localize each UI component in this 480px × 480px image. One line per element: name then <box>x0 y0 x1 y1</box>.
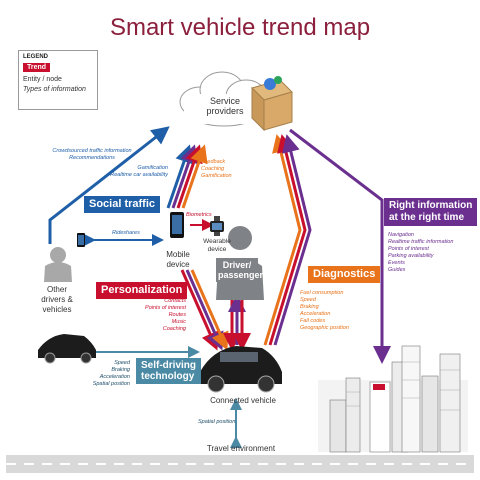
cloud-with-box-icon <box>179 71 293 132</box>
info-self-driving-4: Spatial position <box>92 381 130 387</box>
info-personalization: Contacts Points of interest Routes Music… <box>118 298 186 333</box>
info-personalization-3: Routes <box>168 312 186 318</box>
info-gamification-2: Realtime car availability <box>110 172 168 178</box>
info-right-5: Events <box>388 260 405 266</box>
info-personalization-2: Points of interest <box>145 305 186 311</box>
other-drivers-line-1: Other <box>46 285 67 294</box>
connected-vehicle-label: Connected vehicle <box>210 396 276 405</box>
other-drivers-line-2: drivers & <box>41 295 73 304</box>
trend-personalization: Personalization <box>96 282 188 299</box>
info-gamification-1: Gamification <box>137 165 168 171</box>
small-smartphone-icon <box>77 233 85 247</box>
travel-environment-label: Travel environment <box>206 444 276 453</box>
legend-entity: Entity / node <box>23 76 62 83</box>
info-right-2: Realtime traffic information <box>388 239 454 245</box>
info-feedback-1: Feedback <box>201 159 226 165</box>
mobile-device-line-1: Mobile <box>166 250 190 259</box>
info-diagnostics: Fuel consumption Speed Braking Accelerat… <box>300 290 349 332</box>
driver-line-1: Driver/ <box>222 260 252 270</box>
info-diagnostics-1: Fuel consumption <box>300 290 344 296</box>
info-feedback-3: Gamification <box>201 173 232 179</box>
self-driving-line-2: technology <box>141 371 195 382</box>
arrow-bundle-mobile-vehicle <box>180 269 229 351</box>
mobile-device-label: Mobile device <box>160 250 196 270</box>
connected-vehicle-car-icon <box>200 346 282 393</box>
info-right-6: Guides <box>388 267 406 273</box>
legend: LEGEND Trend Entity / node Types of info… <box>18 50 98 110</box>
legend-info: Types of information <box>23 86 86 93</box>
smartphone-icon <box>170 212 184 238</box>
page-title: Smart vehicle trend map <box>109 14 371 41</box>
info-personalization-1: Contacts <box>164 298 186 304</box>
info-self-driving: Speed Braking Acceleration Spatial posit… <box>68 360 130 388</box>
info-right-information: Navigation Realtime traffic information … <box>388 232 453 274</box>
right-information-line-2: at the right time <box>389 212 465 223</box>
service-providers-label: Service providers <box>196 96 254 116</box>
wearable-device-line-1: Wearable <box>203 238 231 245</box>
info-right-4: Parking availability <box>388 253 434 259</box>
info-diagnostics-4: Acceleration <box>300 311 331 317</box>
service-providers-line-2: providers <box>206 106 244 116</box>
driver-passenger-node: Driver/ passenger <box>216 258 264 282</box>
city-skyline-icon <box>318 345 468 453</box>
info-diagnostics-6: Geographic position <box>300 325 349 331</box>
info-right-1: Navigation <box>388 232 414 238</box>
info-diagnostics-5: Fail codes <box>300 318 326 324</box>
right-information-line-1: Right information <box>389 200 473 211</box>
info-crowdsourced: Crowdsourced traffic information Recomme… <box>50 148 134 162</box>
wearable-device-label: Wearable device <box>200 238 234 254</box>
arrow-bundle-mobile <box>166 144 208 209</box>
trend-self-driving: Self-driving technology <box>136 358 202 384</box>
arrow-bundle-driver-vehicle <box>223 294 251 351</box>
road <box>6 455 474 473</box>
smartwatch-icon <box>210 216 224 236</box>
info-personalization-5: Coaching <box>162 326 186 332</box>
info-diagnostics-2: Speed <box>300 297 316 303</box>
info-self-driving-3: Acceleration <box>99 374 130 380</box>
car-icon <box>38 334 96 364</box>
info-feedback-2: Coaching <box>201 166 225 172</box>
info-crowdsourced-2: Recommendations <box>69 155 115 161</box>
info-right-3: Points of interest <box>388 246 429 252</box>
legend-title: LEGEND <box>23 54 49 60</box>
driver-line-2: passenger <box>218 270 264 280</box>
legend-trend: Trend <box>23 63 51 72</box>
arrow-right-info <box>289 128 391 364</box>
info-rideshares: Rideshares <box>112 230 140 236</box>
arrow-bundle-diagnostics <box>263 134 312 346</box>
wearable-device-line-2: device <box>207 246 227 253</box>
other-drivers-silhouette-icon <box>44 247 72 282</box>
trend-diagnostics: Diagnostics <box>308 266 381 283</box>
info-biometrics: Biometrics <box>186 212 212 218</box>
arrow-social-to-providers <box>48 126 170 244</box>
info-crowdsourced-1: Crowdsourced traffic information <box>52 148 132 154</box>
info-spatial-position: Spatial position <box>198 419 236 425</box>
other-drivers-line-3: vehicles <box>42 305 72 314</box>
service-providers-line-1: Service <box>209 96 240 106</box>
trend-right-information: Right information at the right time <box>384 198 478 226</box>
other-drivers-label: Other drivers & vehicles <box>30 285 84 315</box>
mobile-device-line-2: device <box>166 260 190 269</box>
info-self-driving-1: Speed <box>114 360 130 366</box>
info-self-driving-2: Braking <box>111 367 130 373</box>
info-personalization-4: Music <box>171 319 186 325</box>
info-feedback: Feedback Coaching Gamification <box>201 159 232 180</box>
info-diagnostics-3: Braking <box>300 304 319 310</box>
trend-social-traffic: Social traffic <box>84 196 161 213</box>
info-gamification: Gamification Realtime car availability <box>104 165 168 179</box>
self-driving-line-1: Self-driving <box>141 360 197 371</box>
